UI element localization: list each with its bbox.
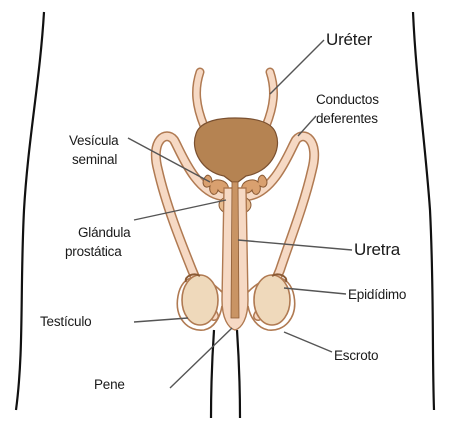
label-ureter: Uréter — [326, 30, 372, 50]
body-outline-left — [16, 12, 44, 410]
label-testiculo: Testículo — [40, 313, 91, 331]
label-conductos-line1: Conductos — [316, 90, 379, 109]
label-vesicula-line2: seminal — [69, 150, 118, 169]
label-epididimo: Epidídimo — [348, 286, 406, 304]
testis-right — [254, 275, 290, 325]
label-conductos-line2: deferentes — [316, 109, 379, 128]
label-vesicula-seminal: Vesícula seminal — [69, 131, 118, 169]
label-glandula-line1: Glándula — [65, 223, 130, 242]
label-pene: Pene — [94, 376, 125, 394]
body-outline-right — [413, 12, 434, 410]
label-escroto: Escroto — [334, 347, 378, 365]
leader-glandula — [134, 200, 226, 220]
label-conductos-deferentes: Conductos deferentes — [316, 90, 379, 128]
bladder — [194, 118, 277, 182]
label-glandula-line2: prostática — [65, 242, 130, 261]
label-glandula-prostatica: Glándula prostática — [65, 223, 130, 261]
leader-pene — [170, 328, 232, 388]
urethra — [231, 182, 239, 318]
label-uretra: Uretra — [354, 240, 400, 260]
label-vesicula-line1: Vesícula — [69, 131, 118, 150]
leader-escroto — [284, 332, 332, 352]
leader-testiculo — [134, 318, 188, 322]
leader-ureter — [270, 40, 324, 94]
inner-leg-left — [211, 330, 214, 418]
inner-leg-right — [237, 330, 240, 418]
